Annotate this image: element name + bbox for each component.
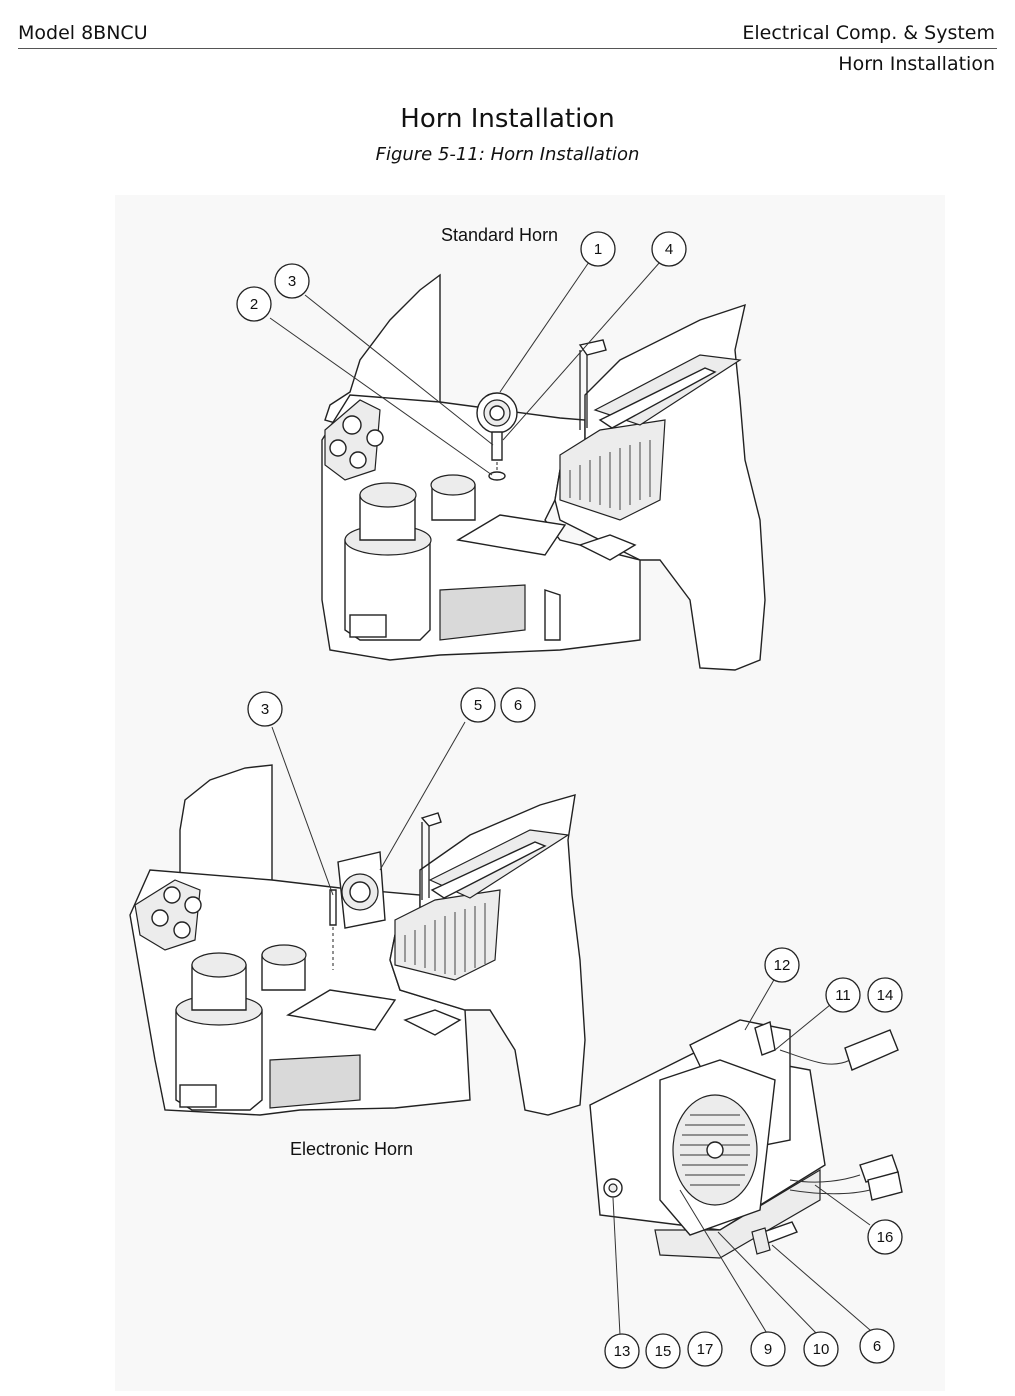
svg-text:3: 3	[261, 701, 269, 718]
electronic-horn-view: Electronic Horn 3 5 6	[129, 687, 586, 1159]
callout-13: 13	[604, 1333, 640, 1369]
svg-text:6: 6	[514, 697, 522, 714]
callout-12: 12	[764, 947, 800, 983]
callout-6-electronic: 6	[500, 687, 536, 723]
callout-1: 1	[580, 231, 616, 267]
callout-6-detail: 6	[859, 1328, 895, 1364]
callout-5: 5	[460, 687, 496, 723]
svg-text:2: 2	[250, 296, 258, 313]
svg-text:9: 9	[764, 1341, 772, 1358]
callout-15: 15	[645, 1333, 681, 1369]
svg-text:14: 14	[877, 987, 894, 1004]
callout-14: 14	[867, 977, 903, 1013]
svg-text:10: 10	[813, 1341, 830, 1358]
svg-text:16: 16	[877, 1229, 894, 1246]
svg-text:12: 12	[774, 957, 791, 974]
callout-3-electronic: 3	[247, 691, 283, 727]
svg-text:17: 17	[697, 1341, 714, 1358]
svg-text:15: 15	[655, 1343, 672, 1360]
header-section: Electrical Comp. & System	[742, 22, 995, 44]
callout-9: 9	[750, 1331, 786, 1367]
callout-2: 2	[236, 286, 272, 322]
standard-horn-label: Standard Horn	[441, 225, 558, 245]
header-rule	[18, 48, 997, 49]
header-model: Model 8BNCU	[18, 22, 148, 44]
callout-11: 11	[825, 977, 861, 1013]
svg-text:11: 11	[835, 987, 851, 1004]
electronic-horn-detail: 12 11 14 16 13 15 17 9 10 6	[589, 947, 903, 1369]
svg-text:4: 4	[665, 241, 673, 258]
svg-text:1: 1	[594, 241, 602, 258]
svg-text:3: 3	[288, 273, 296, 290]
svg-text:6: 6	[873, 1338, 881, 1355]
svg-text:13: 13	[614, 1343, 631, 1360]
svg-text:5: 5	[474, 697, 482, 714]
callout-10: 10	[803, 1331, 839, 1367]
header-subsection: Horn Installation	[838, 53, 995, 75]
standard-horn-view: Standard Horn 1 4 3 2	[236, 225, 766, 671]
callout-17: 17	[687, 1331, 723, 1367]
figure-caption: Figure 5-11: Horn Installation	[375, 144, 640, 165]
electronic-horn-label: Electronic Horn	[290, 1139, 413, 1159]
page-title: Horn Installation	[400, 104, 615, 134]
callout-3: 3	[274, 263, 310, 299]
callout-4: 4	[651, 231, 687, 267]
callout-16: 16	[867, 1219, 903, 1255]
